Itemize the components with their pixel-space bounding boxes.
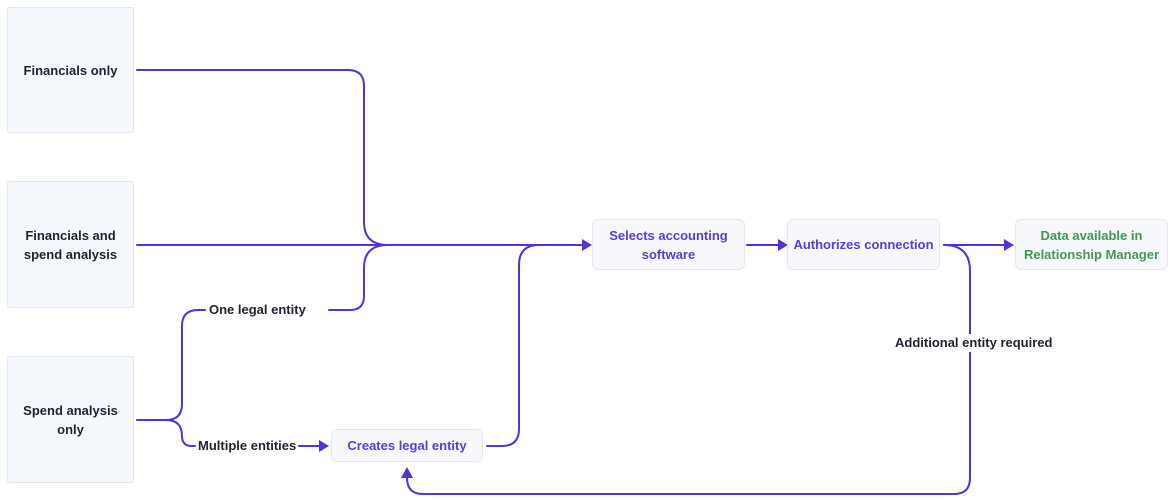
node-authorizes-connection: Authorizes connection [787,219,940,270]
connector-financials-only [136,69,389,246]
node-creates-legal-entity: Creates legal entity [331,429,483,462]
node-financials-only: Financials only [7,7,134,133]
arrowhead-authorizes [778,239,788,251]
arrowhead-data [1004,239,1014,251]
connector-spend-to-multiple [136,419,196,447]
connector-additional-entity-loop [406,244,971,495]
label-one-legal-entity: One legal entity [209,301,306,319]
label-multiple-entities: Multiple entities [198,437,297,455]
arrowhead-loop [401,467,413,478]
node-spend-analysis-only: Spend analysis only [7,356,134,483]
node-data-available: Data available in Relationship Manager [1015,219,1168,270]
arrowhead-create [319,440,329,452]
arrowhead-selects [582,239,592,251]
connector-create-to-selects [486,244,584,447]
connector-one-legal-entity [328,244,389,311]
label-additional-entity-required: Additional entity required [893,334,1055,352]
node-financials-and-spend: Financials and spend analysis [7,181,134,308]
connector-spend-to-one-entity [136,309,206,421]
node-selects-accounting-software: Selects accounting software [592,219,745,270]
